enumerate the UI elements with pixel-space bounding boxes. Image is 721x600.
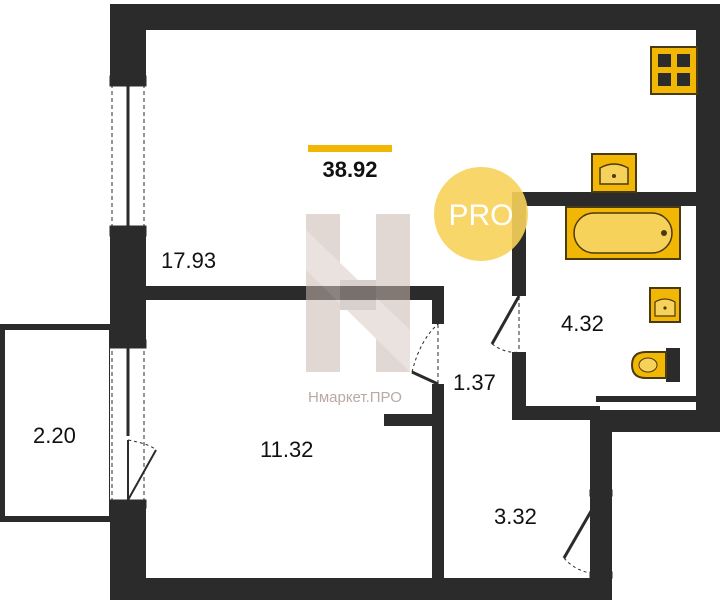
wall-left-mid: [110, 228, 146, 344]
bathtub-icon: [565, 206, 681, 260]
room-area-closet: 1.37: [453, 370, 496, 395]
room-area-living: 17.93: [161, 248, 216, 273]
total-area-bar: [308, 145, 392, 152]
room-area-bathroom: 4.32: [561, 311, 604, 336]
pro-badge-text: PRO: [448, 199, 513, 232]
wall-right-upper: [696, 4, 720, 432]
wall-left-top: [110, 4, 146, 84]
kitchen-sink-icon: [591, 153, 637, 193]
brand-watermark-text: Нмаркет.ПРО: [308, 389, 402, 406]
wall-bedroom-right-low: [432, 384, 444, 582]
toilet-icon: [630, 348, 680, 382]
wall-top: [110, 4, 720, 30]
room-area-bedroom: 11.32: [260, 437, 313, 462]
room-area-hallway: 3.32: [494, 504, 537, 529]
window-icon: [109, 75, 147, 237]
walls: [0, 4, 720, 600]
wall-bath-inner: [596, 396, 696, 402]
pro-badge: PRO: [434, 167, 528, 261]
room-area-balcony: 2.20: [33, 423, 76, 448]
wall-stub: [384, 414, 444, 426]
total-area: 38.92: [322, 157, 377, 182]
wall-left-low: [110, 504, 146, 600]
wall-right-step: [590, 410, 720, 432]
wall-bath-bottom: [512, 406, 600, 420]
wall-bath-top: [512, 192, 708, 206]
balcony-door: [109, 339, 157, 509]
door-swing-icon: [411, 295, 613, 579]
wall-bottom: [110, 578, 612, 600]
wall-bath-left-low: [512, 352, 526, 420]
brand-watermark: [306, 214, 410, 372]
wall-bedroom-right-top: [432, 286, 444, 324]
washbasin-icon: [649, 287, 681, 323]
stove-icon: [650, 46, 698, 95]
